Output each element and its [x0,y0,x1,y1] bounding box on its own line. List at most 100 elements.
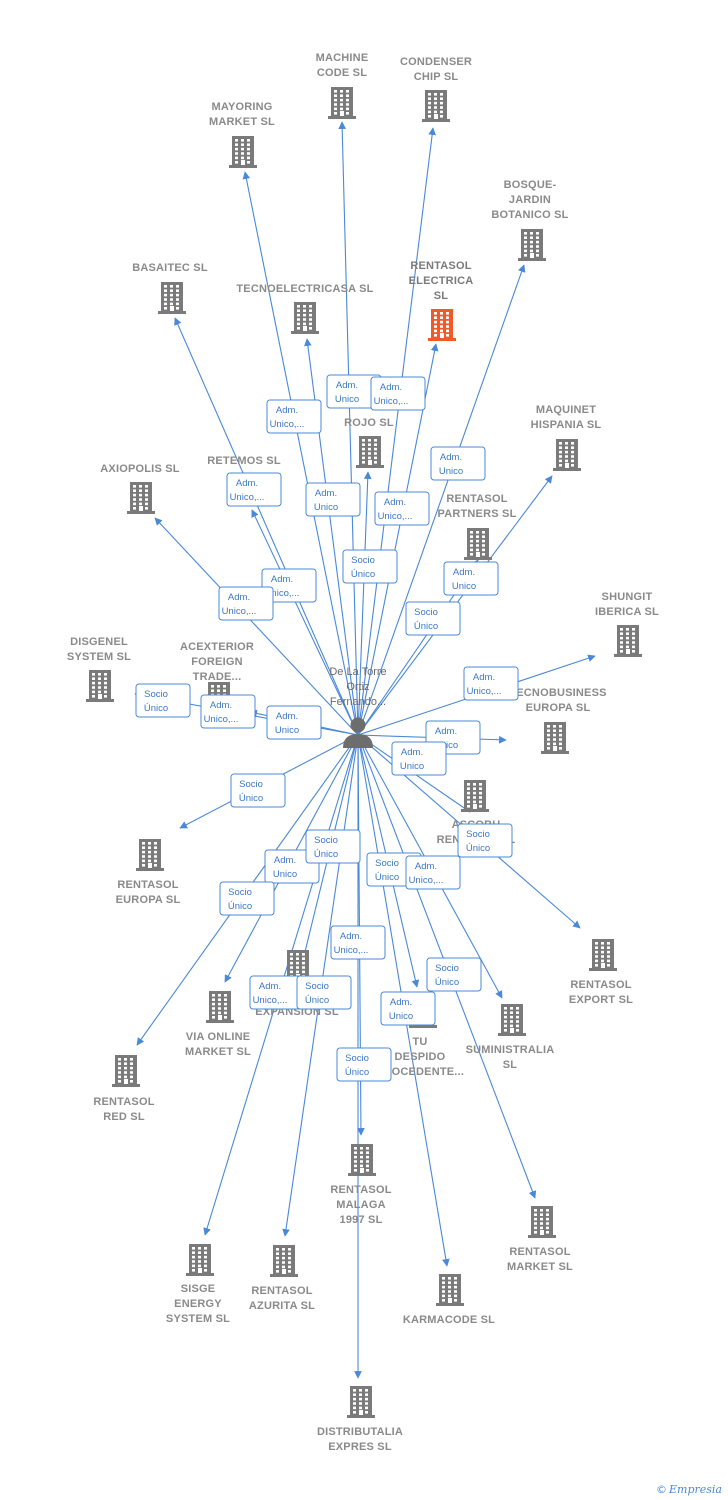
role-badge[interactable]: Adm.Unico,... [226,472,282,507]
role-badge-text: Socio [466,829,490,840]
company-label: MARKET SL [185,1046,251,1058]
company-node-karmacode[interactable]: KARMACODE SL [403,1274,495,1326]
company-node-rojo[interactable]: ROJO SL [344,417,394,468]
role-badge-text: Adm. [276,405,298,416]
role-badge[interactable]: Adm.Unico,... [200,694,256,729]
company-label: RENTASOL [251,1285,312,1297]
role-badge[interactable]: Adm.Unico [326,374,382,409]
role-badge-text: Adm. [390,997,412,1008]
building-icon [422,90,450,122]
building-icon [347,1386,375,1418]
role-badge[interactable]: Adm.Unico,... [218,586,274,621]
role-badge-text: Unico,... [253,995,288,1006]
role-badge-text: Unico [439,466,463,477]
company-node-tecnoelec[interactable]: TECNOELECTRICASA SL [236,283,373,334]
role-badge-text: Unico,... [222,606,257,617]
building-icon [186,1244,214,1276]
company-label: MARKET SL [507,1261,573,1273]
company-node-basaitec[interactable]: BASAITEC SL [132,262,208,314]
role-badge-text: Unico,... [409,875,444,886]
building-icon [229,136,257,168]
company-node-suministralia[interactable]: SUMINISTRALIA SL [466,1004,555,1071]
role-badge[interactable]: Adm.Unico [380,991,436,1026]
role-badge[interactable]: Adm.Unico [266,705,322,740]
company-label: DESPIDO [395,1051,446,1063]
role-badge-text: Unico [400,761,424,772]
person-name: Ortiz [346,681,369,693]
role-badge-text: Único [305,995,329,1006]
role-badge[interactable]: Adm.Unico,... [330,925,386,960]
building-icon [356,436,384,468]
center-person-node[interactable]: De La TorreOrtizFernando... [329,666,387,748]
company-label: EXPRES SL [328,1441,392,1453]
edge-mayoring [242,171,359,736]
role-badge-text: Adm. [274,855,296,866]
role-badge-text: Adm. [276,711,298,722]
role-badge-text: Adm. [236,478,258,489]
company-label: RENTASOL [410,260,471,272]
role-badge[interactable]: Adm.Unico,... [249,975,305,1010]
company-node-retemos[interactable]: RETEMOS SL [207,455,281,467]
role-badge[interactable]: Adm. Unico [391,741,447,776]
role-badge[interactable]: Adm.Unico,... [261,568,317,603]
role-badge-text: Socio [435,963,459,974]
role-badge[interactable]: Adm.Unico,... [463,666,519,701]
company-label: SHUNGIT [602,591,653,603]
building-icon [498,1004,526,1036]
role-badge-text: Único [345,1067,369,1078]
building-icon [206,991,234,1023]
company-label: BOTANICO SL [491,209,568,221]
company-label: BASAITEC SL [132,262,208,274]
company-label: SUMINISTRALIA [466,1044,555,1056]
role-badge[interactable]: Adm.Unico,... [370,376,426,411]
company-label: SL [503,1059,518,1071]
company-label: MACHINE [316,52,369,64]
company-label: FOREIGN [191,656,243,668]
role-badge-text: Socio [375,858,399,869]
role-badge-text: Unico,... [467,686,502,697]
footer-brand[interactable]: ©Empresia [656,1483,722,1496]
company-label: TECNOELECTRICASA SL [236,283,373,295]
company-node-axiopolis[interactable]: AXIOPOLIS SL [100,463,180,514]
role-badge-text: Unico,... [204,714,239,725]
role-badge[interactable]: Adm.Unico,... [266,399,322,434]
role-badge[interactable]: Adm.Unico [305,482,361,517]
building-icon [428,309,456,341]
role-badge[interactable]: Adm.Unico,... [405,855,461,890]
role-badge-text: Adm. [401,747,423,758]
role-badge[interactable]: Adm.Unico [430,446,486,481]
role-badge[interactable]: Adm.Unico,... [374,491,430,526]
role-badge[interactable]: Adm.Unico [443,561,499,596]
building-icon [541,722,569,754]
building-icon [553,439,581,471]
